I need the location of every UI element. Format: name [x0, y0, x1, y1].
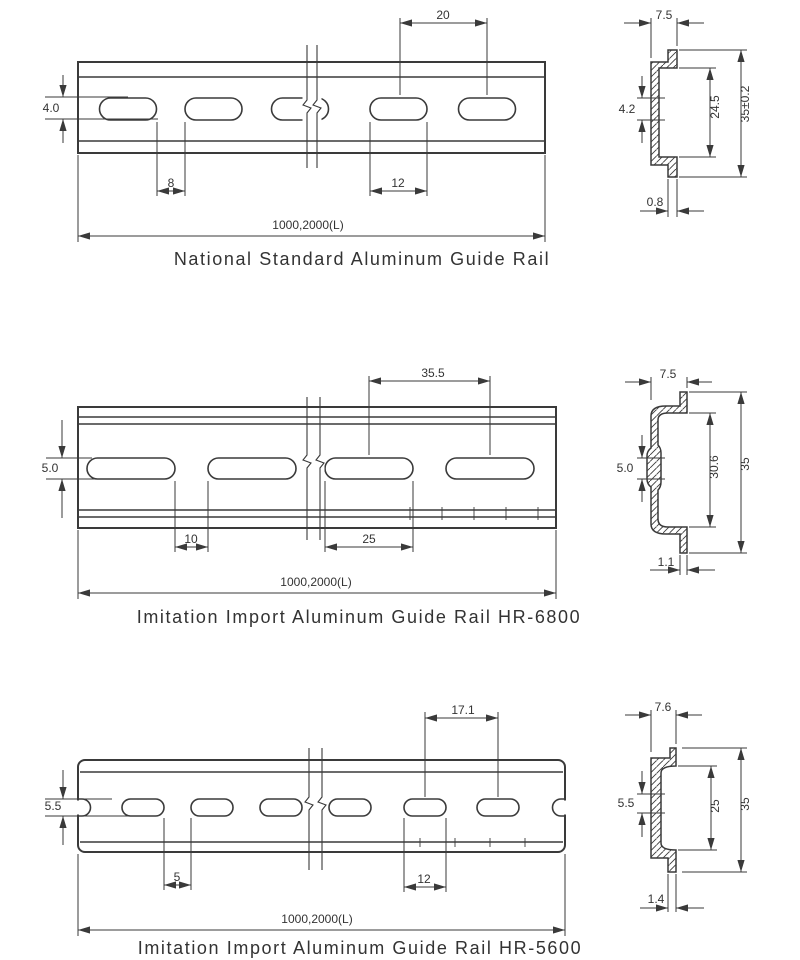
dim-label-slot-height: 5.5 — [45, 799, 62, 813]
dim-thickness: 1.1 — [650, 555, 715, 575]
dim-slot-gap-5: 5 — [163, 818, 192, 890]
dim-label-inner-height: 24.5 — [708, 95, 722, 119]
dim-overall-length: 1000,2000(L) — [77, 530, 557, 599]
dim-label-inner-height: 25 — [708, 799, 722, 813]
dim-side-slot-height: 5.0 — [617, 435, 646, 502]
segment-ticks — [419, 838, 526, 847]
dim-label-slot-pitch: 20 — [436, 8, 450, 22]
dim-inner-height: 24.5 — [679, 67, 722, 158]
dim-top-width: 7.5 — [624, 8, 704, 58]
dim-thickness: 1.4 — [640, 874, 704, 912]
dim-label-slot-pitch: 17.1 — [451, 703, 475, 717]
dim-label-thickness: 1.4 — [648, 892, 665, 906]
dim-side-slot-height: 5.5 — [618, 771, 646, 837]
front-view-rail-2 — [77, 397, 557, 540]
section-3-drawing: 5.5 17.1 5 12 1000,2000(L) — [45, 700, 752, 936]
dim-inner-height: 25 — [678, 765, 722, 851]
cross-section-rail-2: 7.5 5.0 30.6 35 — [617, 367, 752, 575]
dim-inner-height: 30.6 — [689, 412, 721, 528]
dim-label-slot-width: 12 — [417, 872, 431, 886]
dim-total-height: 35±0.2 — [679, 49, 752, 178]
rail-body-outline — [77, 61, 546, 154]
break-symbol — [302, 45, 322, 168]
dim-label-length: 1000,2000(L) — [280, 575, 351, 589]
section-1-title: National Standard Aluminum Guide Rail — [173, 249, 551, 269]
dim-slot-pitch-355: 35.5 — [368, 366, 491, 455]
profile-outline — [646, 391, 688, 554]
dim-label-total-height: 35 — [738, 797, 752, 811]
dim-label-slot-width: 25 — [362, 532, 376, 546]
mounting-slots — [98, 97, 517, 121]
section-2-drawing: 5.0 35.5 10 25 1000,2000(L) — [42, 366, 752, 599]
dim-label-thickness: 1.1 — [658, 555, 675, 569]
dim-slot-height-55: 5.5 — [45, 770, 137, 845]
dim-side-slot-height: 4.2 — [619, 76, 646, 143]
dim-label-side-slot: 5.5 — [618, 796, 635, 810]
section-3-title: Imitation Import Aluminum Guide Rail HR-… — [137, 938, 583, 958]
dim-slot-width-25: 25 — [324, 481, 414, 552]
cross-section-rail-3: 7.6 5.5 25 35 — [618, 700, 752, 912]
mounting-slots — [121, 798, 520, 817]
dim-label-side-slot: 4.2 — [619, 102, 636, 116]
dim-label-slot-width: 12 — [391, 176, 405, 190]
dim-label-thickness: 0.8 — [647, 195, 664, 209]
dim-slot-height-5: 5.0 — [42, 420, 135, 518]
dim-label-slot-height: 5.0 — [42, 461, 59, 475]
rail-body-outline — [77, 406, 557, 529]
section-2-title: Imitation Import Aluminum Guide Rail HR-… — [136, 607, 582, 627]
dim-label-length: 1000,2000(L) — [272, 218, 343, 232]
profile-outline — [650, 747, 677, 873]
dim-slot-gap-8: 8 — [156, 122, 186, 196]
dim-slot-gap-10: 10 — [174, 481, 209, 552]
dim-label-slot-gap: 10 — [184, 532, 198, 546]
dim-label-total-height: 35±0.2 — [738, 85, 752, 122]
dim-label-slot-gap: 5 — [174, 870, 181, 884]
front-view-rail-3 — [76, 748, 567, 870]
break-symbol — [304, 748, 327, 870]
section-1-drawing: 4.0 20 8 12 1000,2000(L) — [43, 8, 752, 242]
dim-thickness: 0.8 — [640, 179, 704, 217]
dim-label-top-width: 7.5 — [660, 367, 677, 381]
profile-outline — [650, 49, 678, 178]
dim-label-slot-pitch: 35.5 — [421, 366, 445, 380]
dim-label-top-width: 7.6 — [655, 700, 672, 714]
dim-slot-width-12: 12 — [403, 818, 447, 892]
dim-label-length: 1000,2000(L) — [281, 912, 352, 926]
dim-slot-pitch-20: 20 — [399, 8, 488, 95]
dim-overall-length: 1000,2000(L) — [77, 854, 566, 936]
dim-total-height: 35 — [682, 747, 752, 873]
cross-section-rail-1: 7.5 4.2 24.5 35±0.2 — [619, 8, 752, 217]
dim-overall-length: 1000,2000(L) — [77, 155, 546, 242]
front-view-rail-1 — [77, 45, 546, 168]
dim-total-height: 35 — [689, 391, 752, 554]
dim-label-total-height: 35 — [738, 457, 752, 471]
dim-label-slot-height: 4.0 — [43, 101, 60, 115]
dim-top-width: 7.5 — [625, 367, 712, 400]
dim-label-top-width: 7.5 — [656, 8, 673, 22]
dim-label-slot-gap: 8 — [168, 176, 175, 190]
segment-ticks — [409, 507, 539, 520]
break-symbol — [302, 397, 325, 540]
dim-slot-height-4: 4.0 — [43, 75, 158, 143]
dim-slot-pitch-171: 17.1 — [424, 703, 499, 797]
dim-label-side-slot: 5.0 — [617, 461, 634, 475]
dim-top-width: 7.6 — [625, 700, 702, 752]
dim-slot-width-12: 12 — [369, 122, 428, 196]
dim-label-inner-height: 30.6 — [707, 455, 721, 479]
